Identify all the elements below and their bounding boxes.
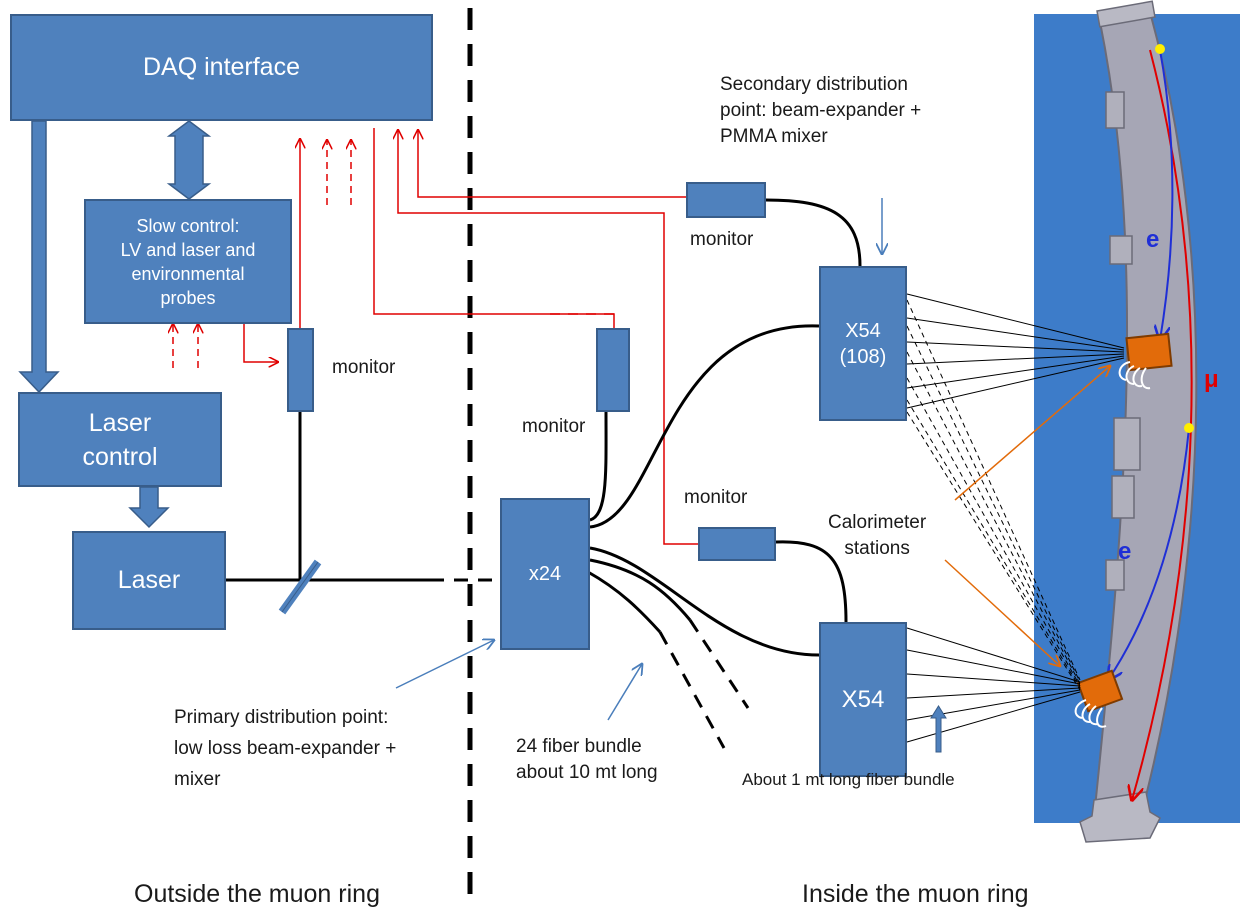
x54-top-line-1: X54 (845, 319, 881, 342)
short-bundle-note: About 1 mt long fiber bundle (742, 770, 955, 789)
primary-note-line-1: Primary distribution point: (174, 707, 389, 728)
primary-note-line-3: mixer (174, 769, 221, 790)
electron-label-bottom: e (1118, 538, 1132, 565)
slow-control-line-3: environmental (131, 263, 245, 284)
fiber-note-line-2: about 10 mt long (516, 762, 658, 783)
fiber-bundle-pointer (607, 664, 642, 721)
laser-control-line-2: control (82, 442, 158, 471)
secondary-monitor-top-box (686, 182, 766, 218)
calorimeter-stations-note: Calorimeter stations (828, 510, 926, 562)
slow-control-box: Slow control: LV and laser and environme… (84, 199, 292, 324)
muon-label: μ (1204, 366, 1219, 393)
monitor-label-secondary-top: monitor (690, 229, 754, 250)
slow-control-line-1: Slow control: (136, 215, 240, 236)
electron-label-top: e (1146, 226, 1160, 253)
outside-region-label: Outside the muon ring (134, 880, 380, 908)
calorimeter-pointer-bottom (944, 559, 1060, 666)
calorimeter-pointer-top (954, 366, 1110, 501)
laser-control-box: Laser control (18, 392, 222, 487)
x54-top-line-2: (108) (839, 345, 887, 368)
primary-note-line-2: low loss beam-expander + (174, 738, 397, 759)
top-center-monitor-box (596, 328, 630, 412)
calorimeter-note-line-2: stations (844, 538, 910, 559)
inside-region-label: Inside the muon ring (802, 880, 1029, 908)
slow-control-line-2: LV and laser and (120, 239, 256, 260)
calorimeter-station-top (1125, 332, 1173, 372)
fiber-note-line-1: 24 fiber bundle (516, 736, 642, 757)
laser-control-line-1: Laser (88, 408, 152, 437)
secondary-note-line-1: Secondary distribution (720, 74, 908, 95)
calorimeter-note-line-1: Calorimeter (828, 512, 927, 533)
slow-control-monitor-box (287, 328, 314, 412)
slow-control-line-4: probes (160, 287, 216, 308)
secondary-note-line-2: point: beam-expander + (720, 100, 922, 121)
fiber-bundle-24-note: 24 fiber bundle about 10 mt long (516, 734, 658, 786)
short-bundle-arrow (930, 705, 947, 753)
daq-interface-box: DAQ interface (10, 14, 433, 121)
monitor-label-center: monitor (522, 416, 586, 437)
secondary-monitor-bottom-box (698, 527, 776, 561)
secondary-note-line-3: PMMA mixer (720, 126, 828, 147)
calorimeter-station-bottom (1076, 669, 1124, 713)
long-fiber-bundle-lines (906, 299, 1081, 691)
fiber-cables (226, 198, 862, 749)
x54-top-box: X54 (108) (819, 266, 907, 421)
primary-point-pointer (395, 640, 494, 689)
secondary-distribution-note: Secondary distribution point: beam-expan… (720, 72, 921, 150)
x24-splitter-box: x24 (500, 498, 590, 650)
x54-bottom-label: X54 (841, 685, 885, 713)
daq-interface-label: DAQ interface (142, 53, 300, 81)
primary-distribution-note: Primary distribution point: low loss bea… (174, 702, 396, 795)
signal-lines (173, 128, 698, 545)
muon-ring-panel (1034, 0, 1240, 843)
x24-label: x24 (528, 562, 562, 585)
laser-box: Laser (72, 531, 226, 630)
electron-trajectory-top (1160, 49, 1174, 340)
x54-bottom-box: X54 (819, 622, 907, 777)
electron-trajectory-bottom (1108, 427, 1190, 680)
laser-label: Laser (117, 566, 181, 594)
monitor-label-secondary-bottom: monitor (684, 487, 748, 508)
monitor-label-left: monitor (332, 357, 396, 378)
block-arrows (18, 120, 212, 529)
